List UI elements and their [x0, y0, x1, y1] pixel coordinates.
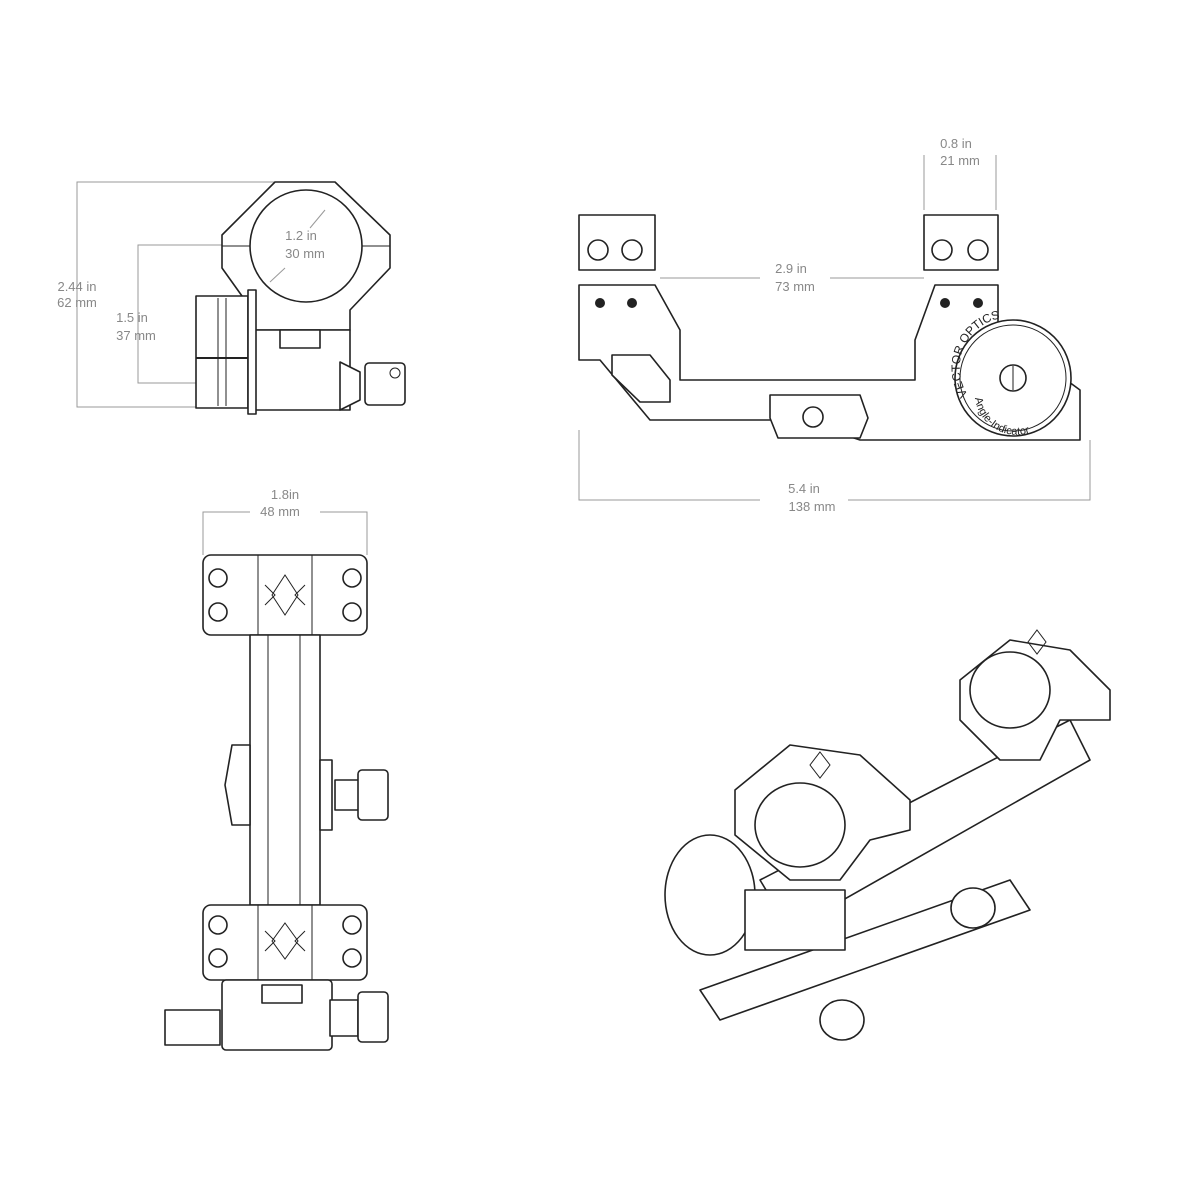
top-view: 1.8in 48 mm: [164, 487, 389, 1051]
ring-spacing-in: 2.9 in: [775, 261, 807, 276]
height-total-mm: 62 mm: [57, 295, 97, 310]
ring-width-mm: 21 mm: [940, 153, 980, 168]
center-height-in: 1.5 in: [116, 310, 148, 325]
width-mm: 48 mm: [260, 504, 300, 519]
ring-spacing-mm: 73 mm: [775, 279, 815, 294]
ring-width-in: 0.8 in: [940, 136, 972, 151]
total-length-in: 5.4 in: [788, 481, 820, 496]
front-view: 2.44 in 62 mm 1.5 in 37 mm 1.2 in 30 mm: [57, 181, 406, 415]
width-in: 1.8in: [271, 487, 299, 502]
ring-diameter-in: 1.2 in: [285, 228, 317, 243]
center-height-mm: 37 mm: [116, 328, 156, 343]
ring-diameter-mm: 30 mm: [285, 246, 325, 261]
total-length-mm: 138 mm: [789, 499, 836, 514]
isometric-view: [664, 629, 1111, 1041]
side-view: VECTOR OPTICS Angle-Indicator 0.8 in 21 …: [578, 136, 1091, 514]
height-total-in: 2.44 in: [57, 279, 96, 294]
